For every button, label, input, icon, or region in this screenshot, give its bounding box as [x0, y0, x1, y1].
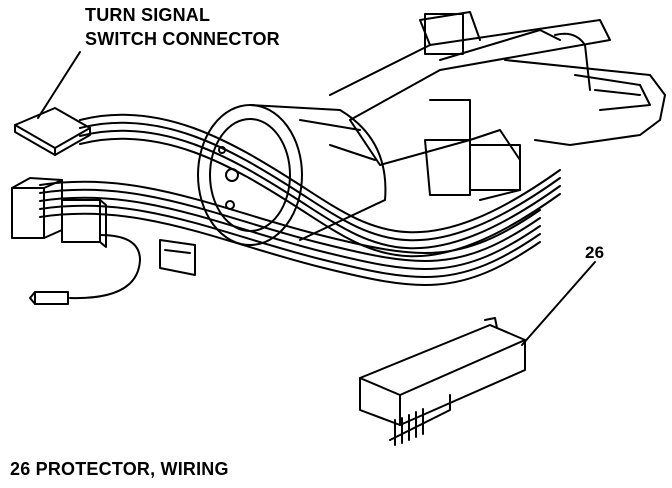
pigtail-wire [29, 234, 141, 305]
parts-legend: 26 PROTECTOR, WIRING [10, 459, 229, 479]
callout-number-26: 26 [585, 243, 605, 262]
harness-connector-left [11, 177, 107, 248]
connector-label-line1: TURN SIGNAL [85, 5, 211, 25]
mounting-bracket [159, 239, 196, 276]
turn-signal-switch-connector [14, 107, 91, 156]
connector-label-line2: SWITCH CONNECTOR [85, 29, 280, 49]
connector-leader-line [37, 51, 81, 119]
callout-26-leader-line [521, 261, 596, 346]
wiring-protector [359, 317, 526, 446]
steering-column [329, 11, 666, 201]
wiring-harness [39, 113, 561, 286]
